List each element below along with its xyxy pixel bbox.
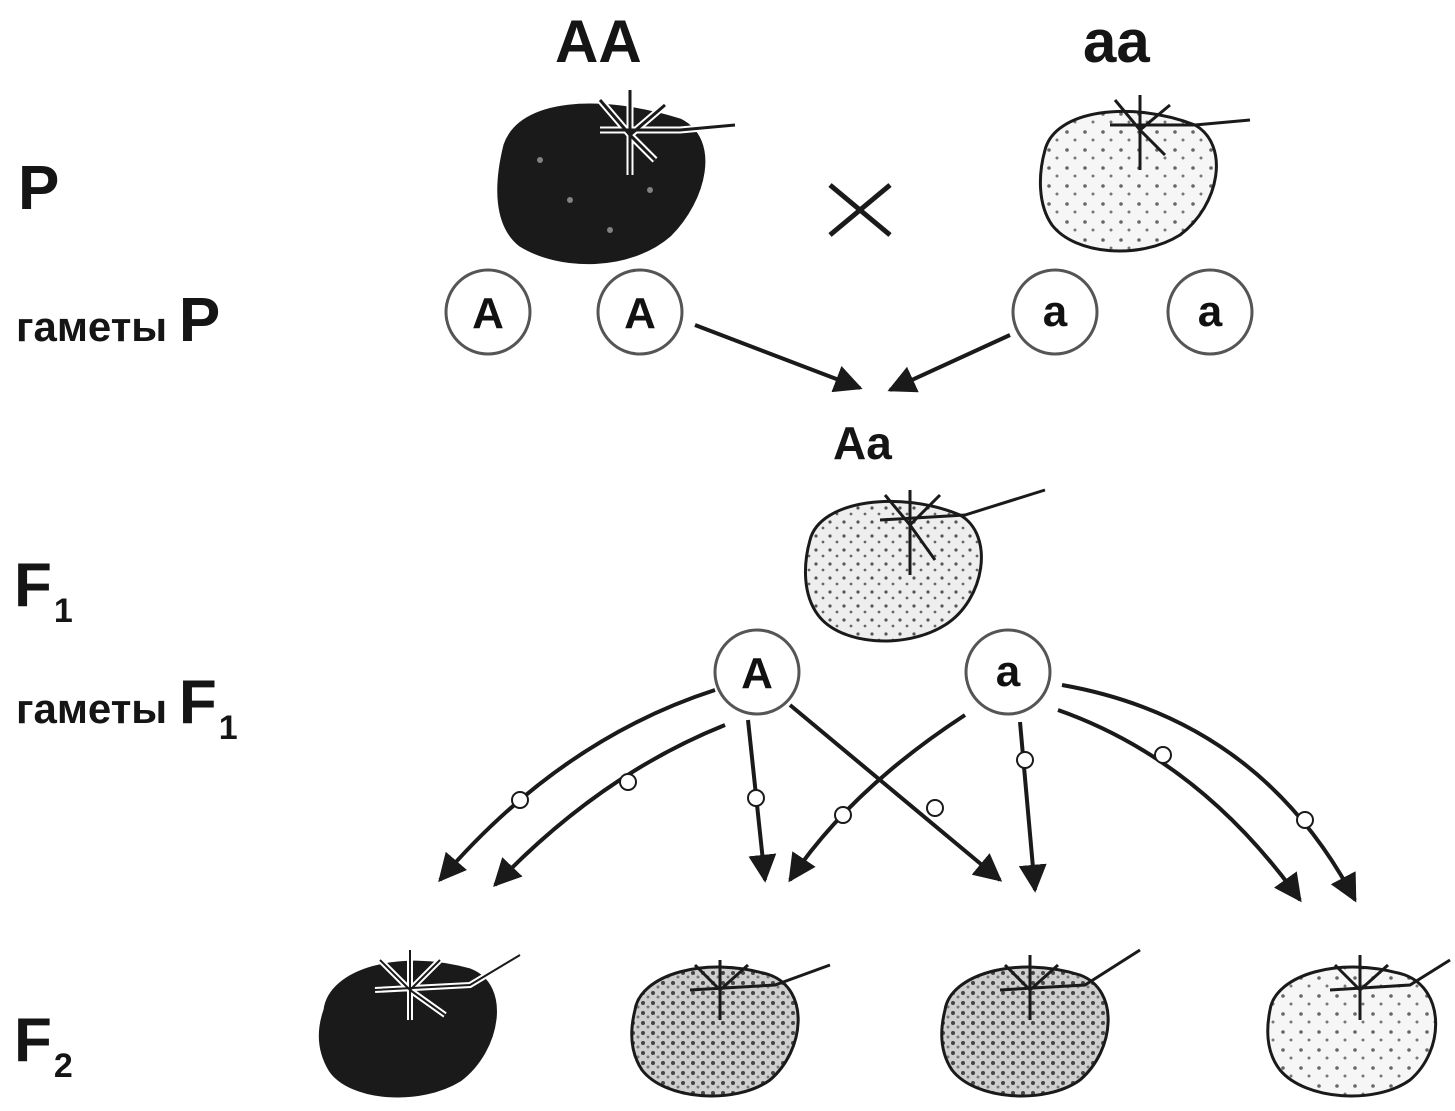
strawberry-f2-dark-icon <box>318 950 522 1098</box>
arrow-8 <box>1061 683 1357 903</box>
gametes-word: гаметы <box>16 303 168 350</box>
cross-symbol-icon <box>828 183 892 237</box>
f1-index: 1 <box>53 592 73 630</box>
gamete-p-left-2: A <box>596 268 684 356</box>
arrow-5 <box>788 713 967 883</box>
arrow-6 <box>1018 721 1047 893</box>
generation-label-p: P <box>18 154 60 223</box>
arrow-small-circles <box>511 746 1314 829</box>
gamete-p-right-2: a <box>1166 268 1254 356</box>
svg-text:a: a <box>996 647 1021 696</box>
strawberry-dark-icon <box>497 90 736 265</box>
strawberry-f2-speckled-1-icon <box>630 960 831 1098</box>
generation-label-f1: F1 <box>14 555 73 629</box>
strawberry-light-icon <box>1038 95 1251 253</box>
arrow-7 <box>1057 708 1302 903</box>
gametes-f1-index: 1 <box>218 709 238 747</box>
generation-label-f2: F2 <box>14 1010 73 1084</box>
strawberry-f1-icon <box>804 488 1046 643</box>
parent-left-genotype: AA <box>555 8 642 75</box>
gametes-f1-label: гаметы F1 <box>16 672 238 746</box>
arrow-2 <box>493 723 726 888</box>
arrow-p-right-to-f1 <box>887 333 1011 393</box>
f2-arrows <box>438 683 1357 903</box>
strawberry-f2-light-icon <box>1266 955 1451 1098</box>
arrow-1 <box>438 688 716 883</box>
f2-index: 2 <box>53 1047 73 1085</box>
gamete-f1-a-recessive: a <box>964 628 1052 716</box>
gametes-f1-word: гаметы <box>16 685 168 732</box>
strawberry-f2-speckled-2-icon <box>940 948 1141 1098</box>
gamete-p-right-1: a <box>1011 268 1099 356</box>
svg-text:A: A <box>624 289 656 338</box>
svg-text:a: a <box>1043 287 1068 336</box>
parent-right-genotype: aa <box>1083 8 1150 75</box>
gametes-f1-letter: F <box>178 668 217 737</box>
gamete-p-left-1: A <box>444 268 532 356</box>
gametes-p-label: гаметы P <box>16 290 220 352</box>
svg-text:a: a <box>1198 287 1223 336</box>
gametes-generation: P <box>178 286 221 355</box>
arrow-4 <box>788 703 1003 882</box>
f1-letter: F <box>14 551 52 620</box>
arrow-p-left-to-f1 <box>694 323 863 393</box>
svg-text:A: A <box>741 649 773 698</box>
f2-letter: F <box>14 1006 52 1075</box>
f1-genotype: Aa <box>833 417 892 469</box>
svg-text:A: A <box>472 289 504 338</box>
gamete-f1-a-dominant: A <box>713 628 801 716</box>
